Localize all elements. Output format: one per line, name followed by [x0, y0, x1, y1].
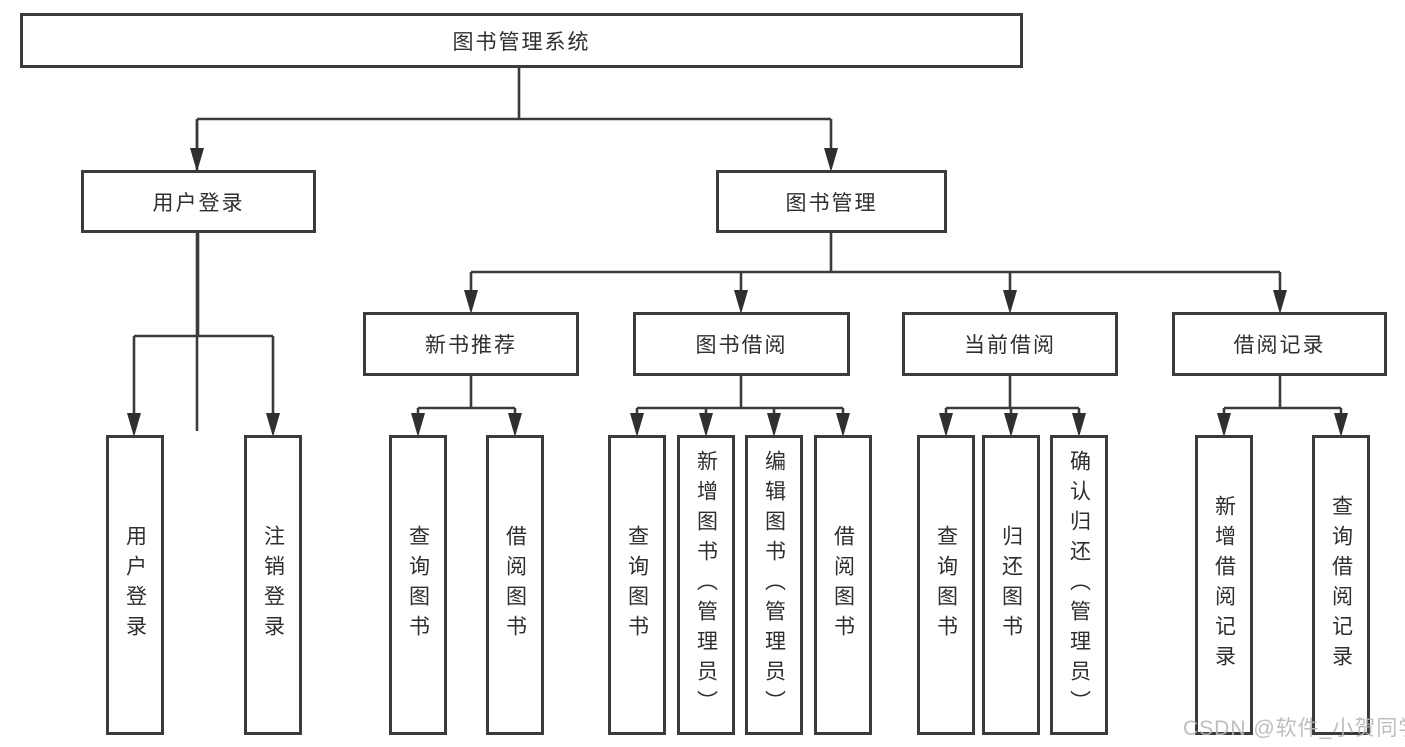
leaf-edit-books-admin: 编辑图书（管理员）	[745, 435, 803, 735]
node-book-management: 图书管理	[716, 170, 947, 233]
node-user-login: 用户登录	[81, 170, 316, 233]
leaf-query-books-current: 查询图书	[917, 435, 975, 735]
leaf-logout: 注销登录	[244, 435, 302, 735]
user-login-branch-line	[132, 233, 275, 431]
leaf-query-books-borrow: 查询图书	[608, 435, 666, 735]
csdn-watermark: CSDN @软件_小贺同学	[1183, 717, 1405, 740]
node-book-borrowing: 图书借阅	[633, 312, 850, 376]
book-mgmt-branch-line	[469, 233, 1282, 308]
borrow-records-branch-line	[1222, 376, 1343, 431]
root-branch-line	[195, 68, 833, 431]
leaf-query-borrow-record: 查询借阅记录	[1312, 435, 1370, 735]
leaf-add-books-admin: 新增图书（管理员）	[677, 435, 735, 735]
leaf-borrow-books: 借阅图书	[814, 435, 872, 735]
leaf-borrow-books-recommend: 借阅图书	[486, 435, 544, 735]
node-borrowing-records: 借阅记录	[1172, 312, 1387, 376]
node-root-library-system: 图书管理系统	[20, 13, 1023, 68]
leaf-confirm-return-admin: 确认归还（管理员）	[1050, 435, 1108, 735]
leaf-query-books-recommend: 查询图书	[389, 435, 447, 735]
new-book-branch-line	[416, 376, 517, 431]
leaf-add-borrow-record: 新增借阅记录	[1195, 435, 1253, 735]
leaf-return-books: 归还图书	[982, 435, 1040, 735]
leaf-user-login: 用户登录	[106, 435, 164, 735]
book-borrow-branch-line	[635, 376, 845, 431]
node-new-book-recommend: 新书推荐	[363, 312, 579, 376]
node-current-borrowing: 当前借阅	[902, 312, 1118, 376]
arrowheads	[127, 148, 1348, 437]
